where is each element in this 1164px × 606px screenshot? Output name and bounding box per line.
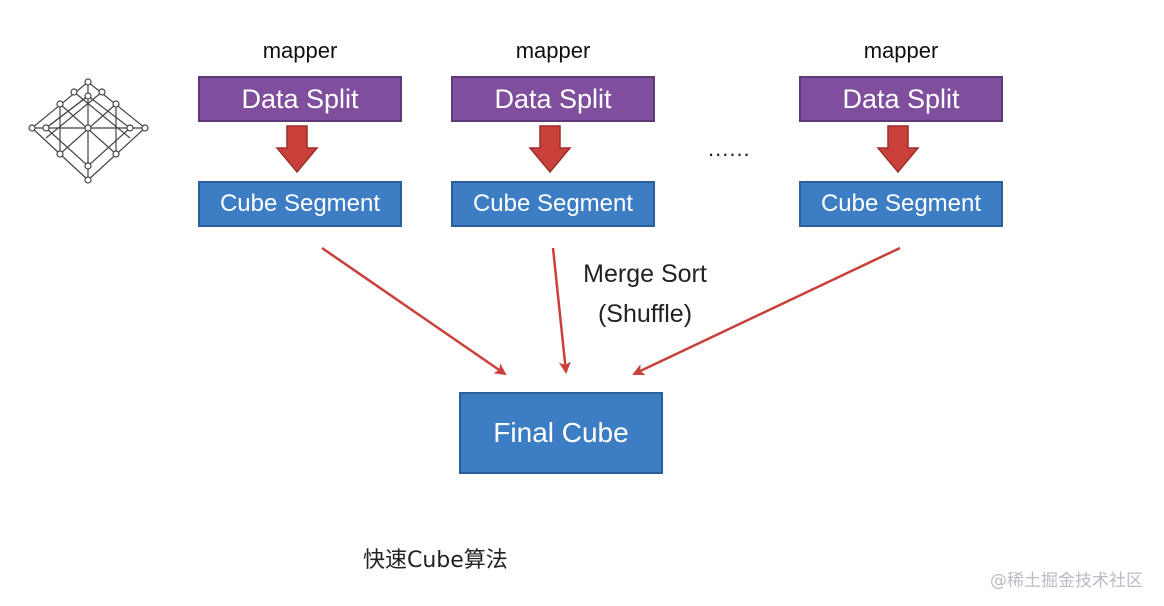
site-watermark: @稀土掘金技术社区 bbox=[990, 571, 1143, 591]
merge-sort-line1: Merge Sort bbox=[583, 260, 707, 288]
merge-arrow-left bbox=[321, 246, 507, 376]
mapper-label-3: mapper bbox=[863, 38, 939, 63]
merge-sort-label: Merge Sort (Shuffle) bbox=[565, 254, 725, 334]
final-cube-box: Final Cube bbox=[459, 392, 663, 474]
cube-segment-box-2: Cube Segment bbox=[451, 181, 655, 227]
merge-sort-line2: (Shuffle) bbox=[597, 300, 693, 328]
data-split-box-3: Data Split bbox=[799, 76, 1003, 122]
cube-segment-box-3: Cube Segment bbox=[799, 181, 1003, 227]
mapper-label-2: mapper bbox=[515, 38, 591, 63]
down-arrow-2 bbox=[528, 125, 572, 174]
merge-arrow-center bbox=[551, 247, 571, 374]
mapper-label-1: mapper bbox=[262, 38, 338, 63]
merge-arrow-right bbox=[632, 246, 901, 376]
data-split-box-1: Data Split bbox=[198, 76, 402, 122]
cube-segment-box-1: Cube Segment bbox=[198, 181, 402, 227]
down-arrow-1 bbox=[275, 125, 319, 174]
cube-lattice-icon bbox=[28, 78, 149, 184]
ellipsis-label: ...... bbox=[708, 136, 751, 161]
data-split-box-2: Data Split bbox=[451, 76, 655, 122]
down-arrow-3 bbox=[876, 125, 920, 174]
diagram-caption: 快速Cube算法 bbox=[363, 548, 508, 573]
